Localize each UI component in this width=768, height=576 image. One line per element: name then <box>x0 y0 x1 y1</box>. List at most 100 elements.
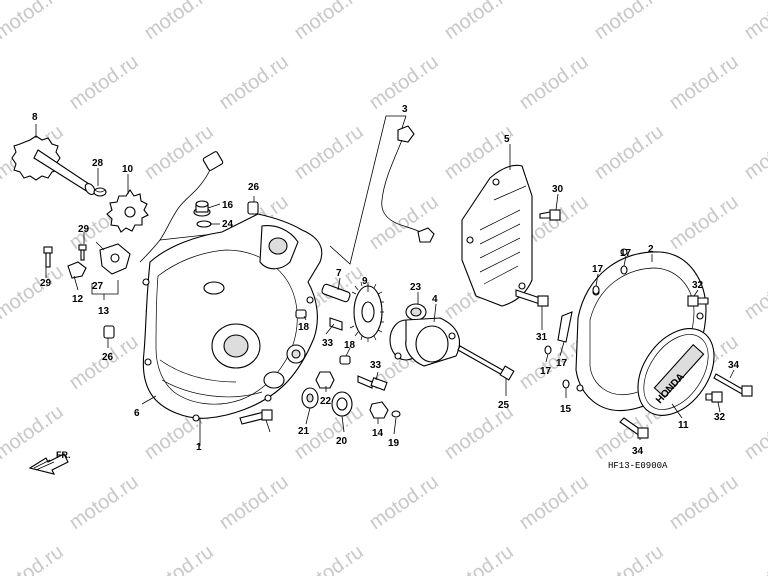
watermark-text: motod.ru <box>290 541 367 576</box>
callout-31: 31 <box>536 332 548 343</box>
part-31-bolt <box>515 289 549 307</box>
watermark-text: motod.ru <box>140 541 217 576</box>
callout-22: 22 <box>320 396 332 407</box>
part-7-dowel-pin <box>321 283 351 303</box>
callout-17: 17 <box>620 248 632 259</box>
callout-18: 18 <box>344 340 356 351</box>
part-5-sprocket-cover <box>461 164 533 307</box>
part-25-long-bolt <box>457 345 515 381</box>
callout-18: 18 <box>298 322 310 333</box>
part-23-seal <box>405 303 427 321</box>
watermark-text: motod.ru <box>665 471 742 534</box>
part-29-bolt-left <box>43 246 53 268</box>
part-9-gear <box>349 281 384 342</box>
callout-32: 32 <box>714 412 726 423</box>
watermark-text: motod.ru <box>0 541 68 576</box>
watermark-text: motod.ru <box>65 51 142 114</box>
callout-11: 11 <box>678 420 689 431</box>
part-10-gear <box>106 189 149 233</box>
watermark-text: motod.ru <box>740 261 768 324</box>
callout-23: 23 <box>410 282 422 293</box>
front-direction-indicator: FR. <box>28 450 71 475</box>
watermark-text: motod.ru <box>740 541 768 576</box>
part-27-sensor <box>95 241 131 275</box>
part-15-gasket-strip <box>557 311 573 343</box>
watermark-text: motod.ru <box>140 121 217 184</box>
part-24-o-ring <box>196 220 212 228</box>
callout-3: 3 <box>402 104 408 115</box>
part-18-dowel-a <box>295 309 307 319</box>
part-17-grommet-d <box>562 379 570 389</box>
watermark-text: motod.ru <box>65 471 142 534</box>
watermark-text: motod.ru <box>740 401 768 464</box>
watermark-text: motod.ru <box>0 0 68 44</box>
callout-28: 28 <box>92 158 104 169</box>
part-11-side-cover: HONDA <box>637 328 715 416</box>
part-6-left-crankcase-cover <box>142 213 323 422</box>
part-26-collar-left <box>103 325 115 339</box>
callout-19: 19 <box>388 438 400 449</box>
part-17-grommet-c <box>544 345 552 355</box>
watermark-text: motod.ru <box>665 191 742 254</box>
callout-5: 5 <box>504 134 510 145</box>
part-22-nut <box>315 371 335 389</box>
callout-26: 26 <box>102 352 114 363</box>
callout-32: 32 <box>692 280 704 291</box>
part-21-gear <box>301 387 319 409</box>
callout-15: 15 <box>560 404 572 415</box>
callout-2: 2 <box>648 244 654 255</box>
callout-13: 13 <box>98 306 110 317</box>
watermark-text: motod.ru <box>290 121 367 184</box>
watermark-text: motod.ru <box>0 261 68 324</box>
part-34-bolt-right <box>713 373 753 397</box>
watermark-text: motod.ru <box>440 0 517 44</box>
front-direction-label: FR. <box>56 450 71 460</box>
part-12-bracket <box>67 261 87 279</box>
callout-30: 30 <box>552 184 564 195</box>
watermark-text: motod.ru <box>590 121 667 184</box>
callout-26: 26 <box>248 182 260 193</box>
callout-17: 17 <box>540 366 552 377</box>
leader-lines <box>35 115 735 446</box>
watermark-text: motod.ru <box>290 0 367 44</box>
callout-29: 29 <box>78 224 90 235</box>
part-34-bolt-lower <box>619 417 649 439</box>
watermark-text: motod.ru <box>440 541 517 576</box>
callout-7: 7 <box>336 268 342 279</box>
watermark-text: motod.ru <box>590 0 667 44</box>
part-33-bolt-c <box>239 409 273 425</box>
watermark-text: motod.ru <box>365 471 442 534</box>
watermark-text: motod.ru <box>215 471 292 534</box>
callout-21: 21 <box>298 426 310 437</box>
watermark-text: motod.ru <box>590 541 667 576</box>
part-16-plug <box>193 200 211 217</box>
part-3-breather-tube <box>381 125 435 243</box>
watermark-text: motod.ru <box>215 51 292 114</box>
watermark-text: motod.ru <box>665 51 742 114</box>
watermark-text: motod.ru <box>740 121 768 184</box>
callout-24: 24 <box>222 219 234 230</box>
part-19-washer <box>391 410 401 418</box>
watermark-text: motod.ru <box>740 0 768 44</box>
watermark-text: motod.ru <box>365 191 442 254</box>
callout-34: 34 <box>728 360 740 371</box>
part-29-bolt-upper <box>78 244 87 261</box>
watermark-text: motod.ru <box>140 0 217 44</box>
callout-10: 10 <box>122 164 134 175</box>
part-17-grommet-b <box>592 285 600 295</box>
callout-33: 33 <box>322 338 334 349</box>
callout-12: 12 <box>72 294 84 305</box>
diagram-code: HF13-E0900A <box>608 461 668 471</box>
callout-20: 20 <box>336 436 348 447</box>
part-33-bolt-b <box>357 375 388 391</box>
callout-25: 25 <box>498 400 510 411</box>
callout-9: 9 <box>362 276 368 287</box>
part-32-bolt-upper <box>687 295 709 307</box>
part-30-bolt <box>539 209 561 221</box>
callout-16: 16 <box>222 200 234 211</box>
callout-34: 34 <box>632 446 644 457</box>
part-33-bolt-a <box>329 317 343 331</box>
callout-4: 4 <box>432 294 438 305</box>
